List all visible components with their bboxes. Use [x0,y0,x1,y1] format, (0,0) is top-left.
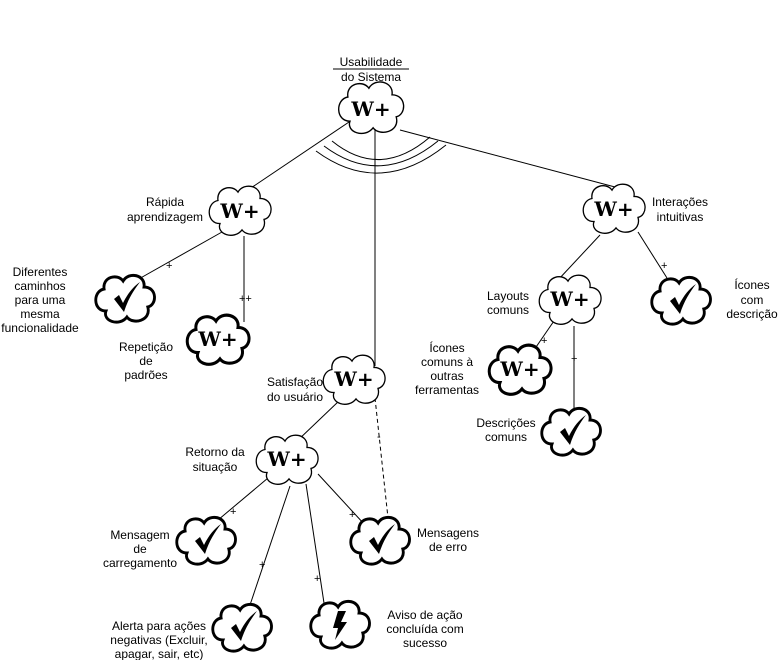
diferentes-label-line-5: funcionalidade [1,321,79,335]
node-layouts: Layouts comuns W+ [487,274,602,325]
edge-label-retorno-mensagens-erro: + [349,509,355,521]
layouts-symbol: W+ [549,287,589,311]
edge-label-rapida-diferentes: + [166,260,172,272]
root-goal: Usabilidade do Sistema W+ [333,55,409,135]
icones-comuns-label-line-4: ferramentas [415,383,479,397]
edge-layouts-icones-comuns [533,317,557,351]
edge-labels: + ++ + + + - + + + + [166,260,667,585]
node-mensagem-carregamento: Mensagem de carregamento [103,515,238,570]
edge-root-interacoes [399,129,616,188]
and-arc-middle [323,140,439,167]
node-diferentes: Diferentes caminhos para uma mesma funci… [1,265,157,335]
icones-descricao-cloud-icon [650,275,713,326]
aviso-label-line-2: concluída com [386,622,463,636]
node-icones-comuns: Ícones comuns à outras ferramentas W+ [415,340,553,397]
alerta-label-line-3: apagar, sair, etc) [115,647,204,660]
icones-descricao-label-line-2: com [741,293,764,307]
edge-label-rapida-repeticao: ++ [239,293,252,305]
satisfacao-symbol: W+ [333,367,373,391]
edge-label-satisfacao-mensagens-erro: - [377,431,381,443]
retorno-label-line-2: situação [193,460,238,474]
mensagem-carregamento-label-line-2: de [133,542,147,556]
repeticao-symbol: W+ [197,327,237,351]
aviso-label-line-1: Aviso de ação [387,608,462,622]
and-arc-inner [331,136,431,161]
mensagem-carregamento-label-line-1: Mensagem [110,528,169,542]
diferentes-cloud-icon [94,273,157,324]
edge-satisfacao-retorno [295,399,341,443]
alerta-label-line-2: negativas (Excluir, [110,633,207,647]
mensagem-carregamento-cloud-icon [175,515,238,566]
alerta-label-line-1: Alerta para ações [112,619,206,633]
icones-descricao-label-line-3: descrição [726,307,778,321]
edge-label-retorno-mensagem-carregamento: + [230,506,236,518]
node-satisfacao: Satisfação do usuário W+ [267,354,386,405]
node-mensagens-erro: Mensagens de erro [349,515,479,566]
repeticao-label-line-2: de [139,354,153,368]
diferentes-label-line-3: para uma [15,293,66,307]
edge-retorno-alerta [249,485,291,606]
edge-retorno-mensagem-carregamento [217,477,269,521]
edge-satisfacao-mensagens-erro [374,397,389,519]
layouts-label-line-2: comuns [487,303,529,317]
edge-label-retorno-aviso: + [314,573,320,585]
rapida-symbol: W+ [219,199,259,223]
node-descricoes: Descrições comuns [476,406,603,457]
repeticao-label-line-3: padrões [124,368,167,382]
edge-root-rapida [241,119,353,195]
interacoes-symbol: W+ [593,197,633,221]
alerta-cloud-icon [211,602,274,653]
mensagens-erro-label-line-2: de erro [429,540,467,554]
rapida-label-line-2: aprendizagem [127,210,203,224]
mensagem-carregamento-label-line-3: carregamento [103,556,177,570]
edge-retorno-mensagens-erro [317,473,366,526]
descricoes-cloud-icon [540,406,603,457]
edge-rapida-diferentes [136,231,223,281]
diferentes-label-line-4: mesma [20,307,60,321]
edge-retorno-aviso [305,483,325,604]
icones-descricao-label-line-1: Ícones [734,277,769,292]
and-arc-outer [315,144,447,174]
node-alerta: Alerta para ações negativas (Excluir, ap… [110,602,274,660]
mensagens-erro-cloud-icon [349,515,412,566]
edges [136,119,668,606]
node-rapida: Rápida aprendizagem W+ [127,185,272,236]
edge-interacoes-layouts [557,234,601,281]
node-aviso: Aviso de ação concluída com sucesso [309,599,464,650]
edge-label-interacoes-icones-descricao: + [661,260,667,272]
root-title-line-2: do Sistema [341,70,401,84]
satisfacao-label-line-1: Satisfação [267,375,323,389]
interacoes-label-line-2: intuitivas [657,210,704,224]
root-title-line-1: Usabilidade [340,55,403,69]
repeticao-label-line-1: Repetição [119,340,173,354]
edge-label-layouts-icones-comuns: + [541,335,547,347]
diferentes-label-line-1: Diferentes [13,265,68,279]
mensagens-erro-label-line-1: Mensagens [417,526,479,540]
retorno-symbol: W+ [266,447,306,471]
descricoes-label-line-2: comuns [485,430,527,444]
interacoes-label-line-1: Interações [652,195,708,209]
node-icones-descricao: Ícones com descrição [650,275,778,326]
icones-comuns-label-line-2: comuns à [421,355,473,369]
icones-comuns-label-line-3: outras [430,369,463,383]
icones-comuns-symbol: W+ [499,357,539,381]
icones-comuns-label-line-1: Ícones [429,340,464,355]
rapida-label-line-1: Rápida [146,195,184,209]
edge-label-retorno-alerta: + [259,559,265,571]
diferentes-label-line-2: caminhos [14,279,65,293]
layouts-label-line-1: Layouts [487,289,529,303]
descricoes-label-line-1: Descrições [476,416,535,430]
node-retorno: Retorno da situação W+ [185,434,319,485]
node-repeticao: Repetição de padrões W+ [119,313,251,382]
retorno-label-line-1: Retorno da [185,445,245,459]
satisfacao-label-line-2: do usuário [267,390,323,404]
root-symbol: W+ [350,97,390,121]
edge-interacoes-icones-descricao [637,231,668,279]
node-interacoes: Interações intuitivas W+ [582,183,708,234]
aviso-label-line-3: sucesso [403,636,447,650]
edge-label-layouts-descricoes: + [571,353,577,365]
